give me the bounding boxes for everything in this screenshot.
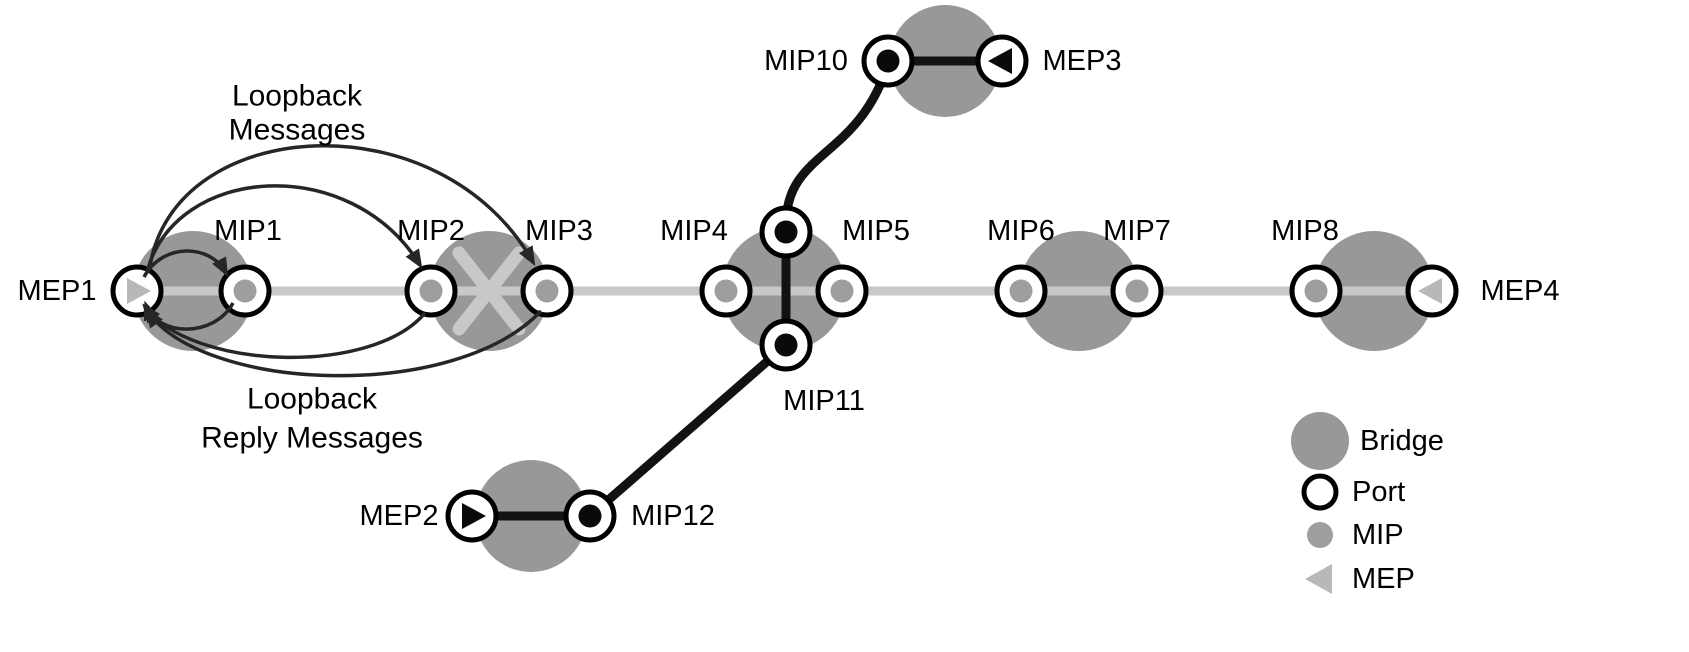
- loopback-reply-label-line2: Reply Messages: [201, 422, 423, 455]
- arc-message-mep1-to-mip3: [148, 144, 536, 267]
- legend-mep-label: MEP: [1352, 563, 1415, 595]
- loopback-messages-label-line2: Messages: [229, 114, 366, 147]
- label-mip11: MIP11: [783, 385, 865, 417]
- label-mip5: MIP5: [842, 215, 910, 247]
- label-mip12: MIP12: [631, 500, 715, 532]
- label-mip4: MIP4: [660, 215, 728, 247]
- legend-bridge-icon: [1291, 412, 1349, 470]
- port-mip5-mip-icon: [830, 279, 854, 303]
- label-mip6: MIP6: [987, 215, 1055, 247]
- legend-mip-icon: [1307, 522, 1333, 548]
- port-mip3-mip-icon: [535, 279, 559, 303]
- port-mep1-mep-icon: [127, 278, 151, 304]
- link-mip10-bridge3: [781, 59, 893, 230]
- link-mip11-mip12: [585, 340, 791, 521]
- port-mip8-mip-icon: [1304, 279, 1328, 303]
- port-mip2-mip-icon: [419, 279, 443, 303]
- port-mip1-mip-icon: [233, 279, 257, 303]
- arc-reply-mip1-to-mep1: [143, 300, 235, 331]
- port-mep3-mep-icon: [988, 48, 1012, 74]
- port-mip10-mip-icon: [876, 49, 900, 73]
- label-mep3: MEP3: [1043, 45, 1122, 77]
- label-mep1: MEP1: [18, 275, 97, 307]
- legend-bridge-label: Bridge: [1360, 425, 1444, 457]
- port-mep2-mep-icon: [462, 503, 486, 529]
- port-mep4-mep-icon: [1418, 278, 1442, 304]
- port-mip4-mip-icon: [714, 279, 738, 303]
- port-mip7-mip-icon: [1125, 279, 1149, 303]
- arc-message-mep1-to-mip1: [142, 249, 229, 278]
- port-mip11-mip-icon: [774, 333, 798, 357]
- arc-message-mep1-to-mip2: [145, 184, 423, 273]
- arc-reply-mip2-to-mep1: [142, 303, 427, 360]
- label-mip10: MIP10: [764, 45, 848, 77]
- label-mip3: MIP3: [525, 215, 593, 247]
- loopback-reply-label-line1: Loopback: [247, 383, 378, 416]
- label-mip1: MIP1: [214, 215, 282, 247]
- port-mip6-mip-icon: [1009, 279, 1033, 303]
- label-mep4: MEP4: [1481, 275, 1560, 307]
- port-bridge3-top-mip-icon: [774, 220, 798, 244]
- port-mip12-mip-icon: [578, 504, 602, 528]
- loopback-messages-label-line1: Loopback: [232, 80, 363, 113]
- label-mip8: MIP8: [1271, 215, 1339, 247]
- label-mip2: MIP2: [397, 215, 465, 247]
- legend-mip-label: MIP: [1352, 519, 1404, 551]
- label-mep2: MEP2: [360, 500, 439, 532]
- fault-x-icon: [452, 246, 526, 336]
- legend-port-label: Port: [1352, 476, 1405, 508]
- arc-reply-mip3-to-mep1: [145, 308, 543, 378]
- legend-mep-icon: [1305, 564, 1332, 594]
- legend-port-icon: [1301, 473, 1339, 511]
- label-mip7: MIP7: [1103, 215, 1171, 247]
